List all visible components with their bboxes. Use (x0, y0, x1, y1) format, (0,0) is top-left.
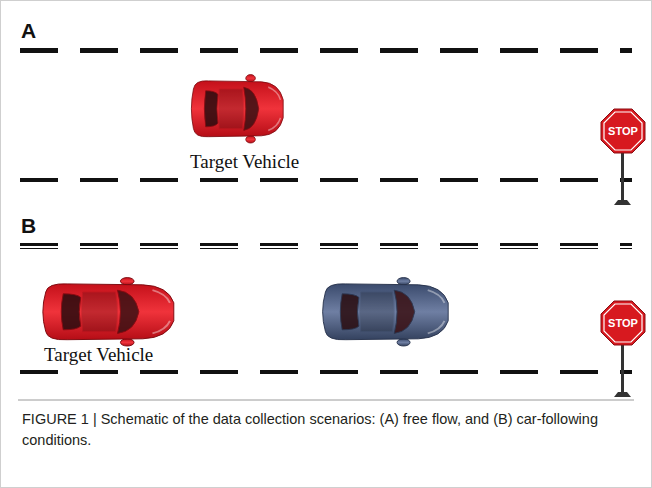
lane-line (20, 47, 632, 53)
vehicle-label: Target Vehicle (190, 151, 299, 173)
stop-sign: STOP (600, 108, 646, 154)
stop-sign: STOP (600, 300, 646, 346)
figure-caption: FIGURE 1 | Schematic of the data collect… (22, 409, 627, 451)
lead-car (323, 278, 449, 346)
lane-line (20, 178, 632, 184)
sign-post (621, 150, 624, 204)
sign-text: STOP (600, 108, 646, 154)
caption-rule (18, 400, 634, 401)
panel-letter: B (21, 214, 36, 238)
lane-line (20, 243, 632, 249)
panel-letter: A (21, 19, 36, 43)
lane-line (20, 370, 632, 376)
vehicle-label: Target Vehicle (44, 344, 153, 366)
target-car (191, 75, 283, 143)
target-car (43, 278, 174, 346)
sign-text: STOP (600, 300, 646, 346)
sign-post (621, 340, 624, 396)
